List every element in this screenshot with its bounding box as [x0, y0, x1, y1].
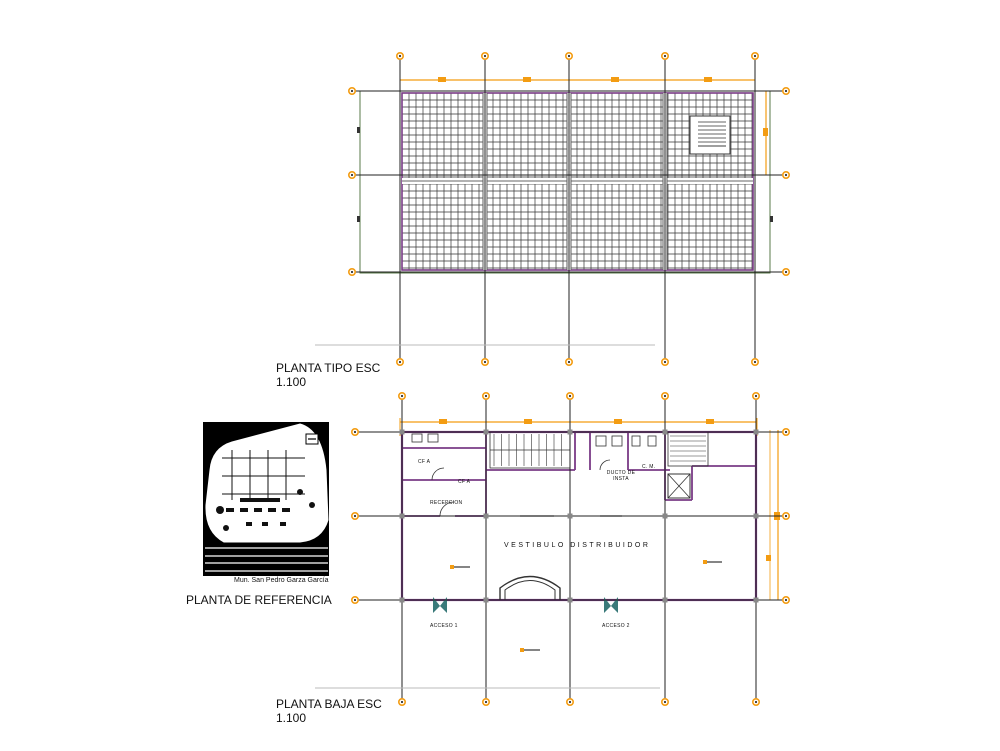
reference-plan	[203, 422, 329, 576]
room-label-cf-a-2: CF A	[458, 479, 471, 485]
room-label-recepcion: RECEPCION	[430, 500, 463, 506]
planta-baja-plan	[315, 391, 790, 706]
room-label-vestibulo: VESTIBULO DISTRIBUIDOR	[504, 542, 651, 549]
reference-caption: Mun. San Pedro Garza García	[234, 577, 329, 584]
planta-tipo-title: PLANTA TIPO ESC	[276, 361, 381, 375]
axis-lines	[352, 396, 788, 702]
reference-title: PLANTA DE REFERENCIA	[186, 593, 332, 607]
elevator-shaft	[667, 473, 691, 499]
door-swing-icon	[431, 459, 611, 517]
bathroom-fixtures	[411, 433, 657, 447]
access-door-icon	[433, 597, 618, 613]
axis-lines	[352, 56, 788, 362]
stair-icon	[489, 431, 709, 469]
entry-arch	[499, 575, 561, 600]
site-outline	[205, 423, 329, 543]
room-label-acceso-1: ACCESO 1	[430, 623, 458, 629]
room-label-acceso-2: ACCESO 2	[602, 623, 630, 629]
planta-baja-scale: 1.100	[276, 711, 307, 725]
dimension-ticks	[357, 77, 773, 222]
axis-marker-icon	[347, 51, 790, 366]
room-label-ducto: DUCTO DE INSTA	[606, 470, 636, 482]
room-label-cf-a: CF A	[418, 459, 431, 465]
room-label-cm: C. M.	[642, 464, 656, 470]
stair-icon	[689, 115, 731, 155]
planta-baja-title: PLANTA BAJA ESC	[276, 697, 382, 711]
planta-tipo-scale: 1.100	[276, 375, 307, 389]
axis-marker-icon	[350, 391, 790, 706]
planta-tipo-plan	[315, 51, 790, 366]
